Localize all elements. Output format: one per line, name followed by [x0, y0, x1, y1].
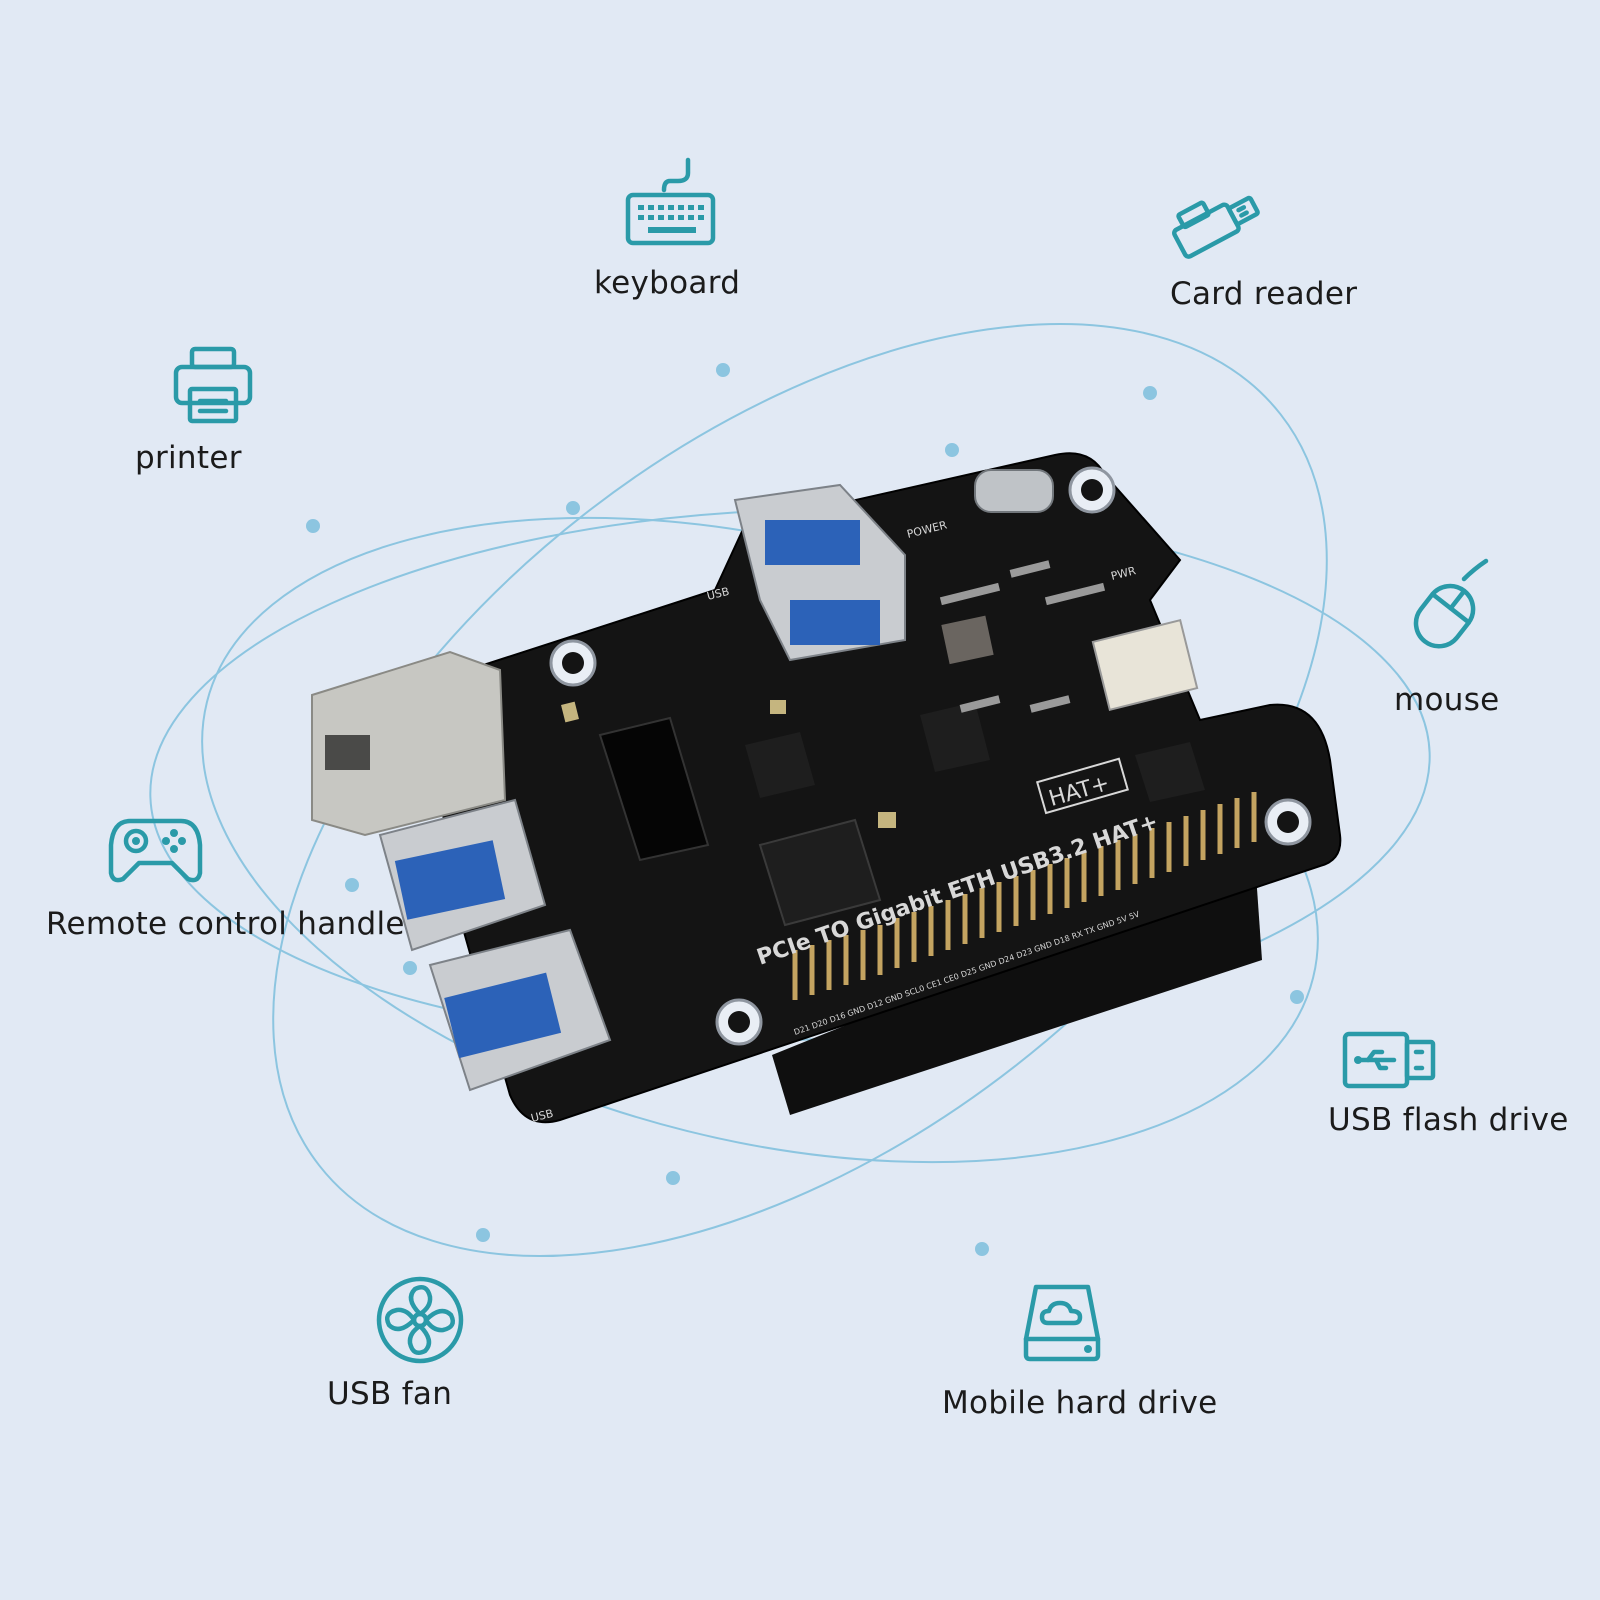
gpio-pins [792, 792, 1257, 1000]
ic-chip-4 [920, 702, 990, 772]
ethernet-port [311, 650, 507, 837]
keyboard-label: keyboard [594, 265, 741, 301]
ic-chip-2 [598, 716, 710, 862]
usb-fan-label: USB fan [327, 1376, 453, 1412]
remote-control-label: Remote control handle [46, 906, 405, 942]
ic-chip-5 [1135, 742, 1205, 802]
printer-label: printer [135, 440, 242, 476]
fpc-connector [1091, 618, 1199, 712]
inductor [941, 615, 994, 665]
hard-drive-label: Mobile hard drive [942, 1385, 1218, 1421]
usb-flash-drive-icon [1342, 1030, 1437, 1090]
hard-drive-icon [1022, 1283, 1102, 1363]
gamepad-icon [108, 815, 203, 885]
ic-chip-main [758, 818, 882, 927]
mouse-label: mouse [1394, 682, 1500, 718]
mouse-icon [1402, 555, 1502, 655]
pwr-silkscreen: PWR [1110, 564, 1138, 583]
keyboard-icon [620, 155, 720, 250]
fan-icon [375, 1275, 465, 1365]
card-reader-icon [1165, 180, 1270, 265]
ic-chip-3 [745, 732, 815, 798]
usb-silkscreen-bottom: USB [530, 1107, 555, 1125]
usb-silkscreen-top: USB [706, 585, 731, 603]
usb-flash-drive-label: USB flash drive [1328, 1102, 1569, 1138]
card-reader-label: Card reader [1170, 276, 1358, 312]
printer-icon [172, 345, 254, 425]
